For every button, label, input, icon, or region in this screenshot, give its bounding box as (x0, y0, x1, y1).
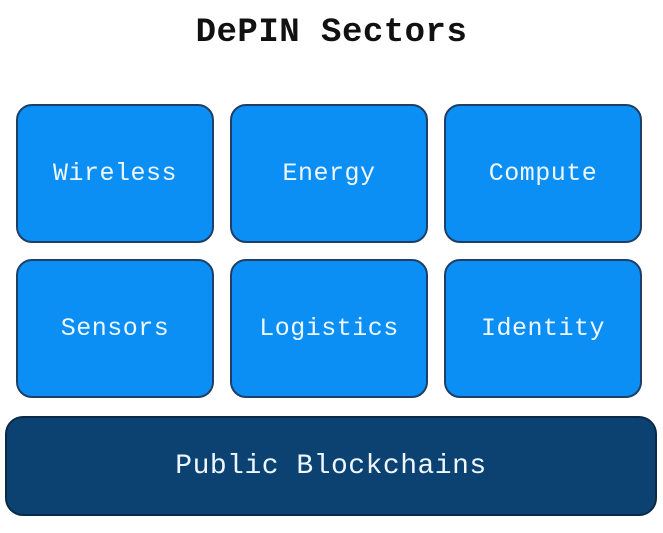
sector-label: Sensors (60, 314, 170, 343)
sector-tile-identity: Identity (444, 259, 642, 398)
sector-label: Compute (488, 159, 598, 188)
sector-label: Energy (282, 159, 376, 188)
sector-tile-wireless: Wireless (16, 104, 214, 243)
sector-label: Logistics (259, 314, 399, 343)
sector-tile-sensors: Sensors (16, 259, 214, 398)
sector-label: Identity (480, 314, 606, 343)
sector-tile-energy: Energy (230, 104, 428, 243)
sector-tile-compute: Compute (444, 104, 642, 243)
foundation-label: Public Blockchains (175, 450, 487, 482)
sector-tile-logistics: Logistics (230, 259, 428, 398)
diagram-title: DePIN Sectors (195, 14, 468, 52)
foundation-layer: Public Blockchains (5, 416, 657, 516)
sector-label: Wireless (52, 159, 178, 188)
